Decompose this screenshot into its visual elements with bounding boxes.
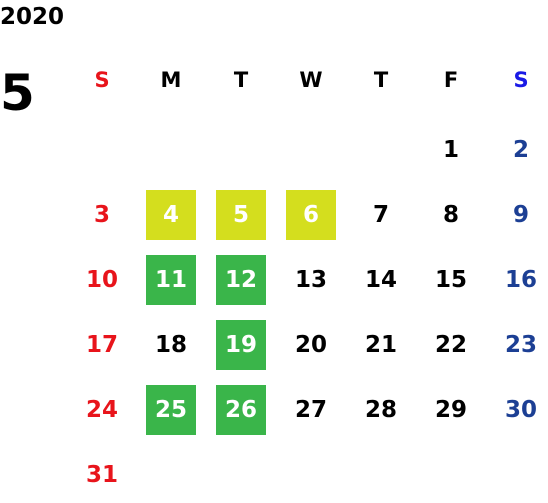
day-cell-3[interactable]: 3 [93,202,110,228]
weekday-header-mon: M [160,68,182,92]
day-cell-22[interactable]: 22 [434,332,467,358]
day-cell-29[interactable]: 29 [434,397,467,423]
weekday-header-sun: S [94,68,110,92]
weekday-header-wed: W [299,68,323,92]
day-cell-14[interactable]: 14 [364,267,397,293]
day-cell-12[interactable]: 12 [216,255,266,305]
day-cell-16[interactable]: 16 [504,267,537,293]
day-cell-31[interactable]: 31 [85,462,118,488]
day-cell-21[interactable]: 21 [364,332,397,358]
year-label: 2020 [0,4,65,30]
day-cell-10[interactable]: 10 [85,267,118,293]
day-cell-26[interactable]: 26 [216,385,266,435]
day-cell-30[interactable]: 30 [504,397,537,423]
weekday-header-thu: T [373,68,389,92]
day-cell-13[interactable]: 13 [294,267,327,293]
day-cell-4[interactable]: 4 [146,190,196,240]
weekday-header-fri: F [443,68,459,92]
day-cell-2[interactable]: 2 [512,137,529,163]
day-cell-24[interactable]: 24 [85,397,118,423]
day-cell-18[interactable]: 18 [154,332,187,358]
weekday-header-tue: T [233,68,249,92]
day-cell-23[interactable]: 23 [504,332,537,358]
day-cell-28[interactable]: 28 [364,397,397,423]
day-cell-7[interactable]: 7 [372,202,389,228]
weekday-header-sat: S [513,68,529,92]
day-cell-6[interactable]: 6 [286,190,336,240]
day-cell-25[interactable]: 25 [146,385,196,435]
month-number: 5 [0,64,35,122]
day-cell-27[interactable]: 27 [294,397,327,423]
day-cell-8[interactable]: 8 [442,202,459,228]
day-cell-15[interactable]: 15 [434,267,467,293]
day-cell-1[interactable]: 1 [442,137,459,163]
day-cell-5[interactable]: 5 [216,190,266,240]
day-cell-9[interactable]: 9 [512,202,529,228]
day-cell-11[interactable]: 11 [146,255,196,305]
day-cell-20[interactable]: 20 [294,332,327,358]
day-cell-17[interactable]: 17 [85,332,118,358]
day-cell-19[interactable]: 19 [216,320,266,370]
